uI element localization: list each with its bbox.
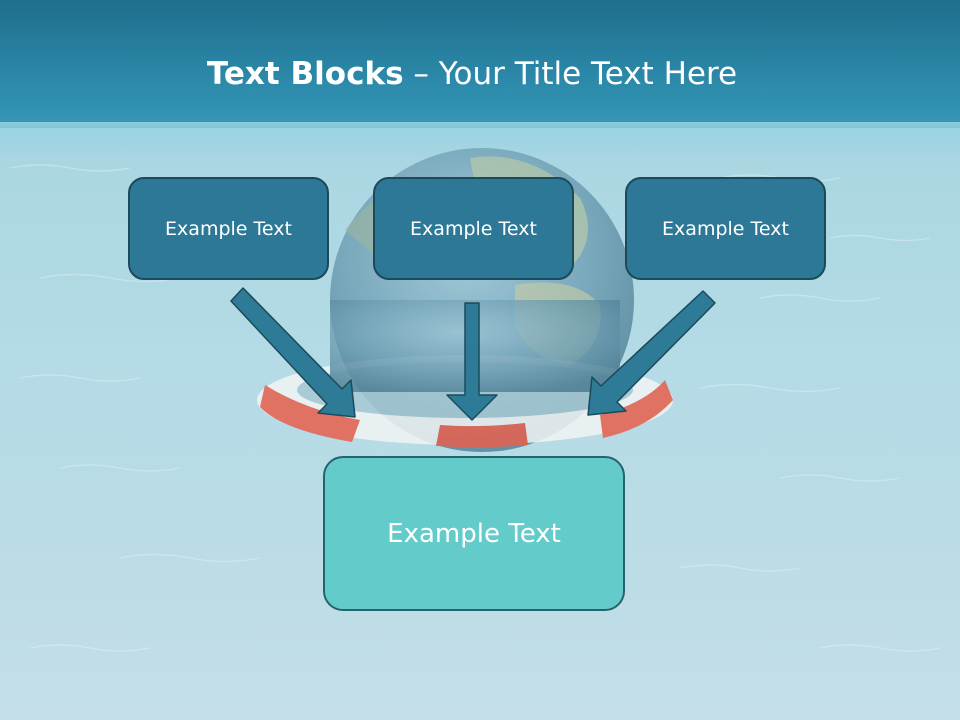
- title-bold: Text Blocks: [206, 56, 404, 92]
- text-block-top-center[interactable]: Example Text: [373, 177, 574, 280]
- title-rest: – Your Title Text Here: [403, 56, 738, 92]
- text-block-top-left[interactable]: Example Text: [128, 177, 329, 280]
- text-block-bottom-center[interactable]: Example Text: [323, 456, 625, 611]
- text-block-top-right[interactable]: Example Text: [625, 177, 826, 280]
- arrow-center-icon: [446, 302, 498, 421]
- lifebuoy-icon: [257, 300, 673, 448]
- water-ripples: [9, 164, 941, 652]
- arrow-right-icon: [587, 290, 716, 416]
- sky-band: [0, 0, 960, 128]
- slide-title: Text Blocks – Your Title Text Here: [0, 52, 944, 96]
- arrow-left-icon: [230, 287, 356, 418]
